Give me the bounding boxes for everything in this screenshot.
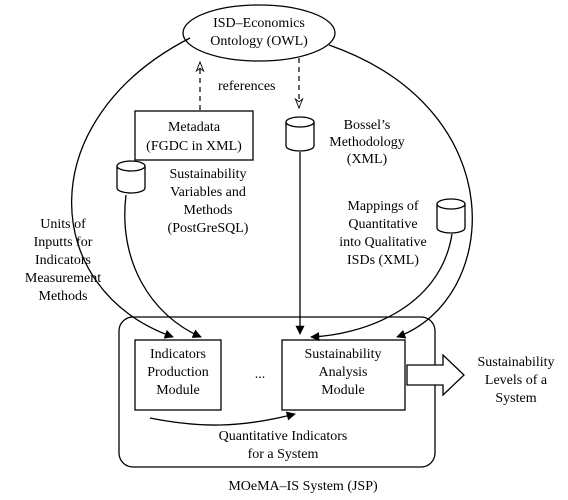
ontology-line-2: Ontology (OWL) bbox=[210, 34, 308, 49]
sustainability-db-label: Sustainability Variables and Methods (Po… bbox=[168, 167, 249, 236]
mappings-line-3: into Qualitative bbox=[339, 235, 426, 250]
mappings-label: Mappings of Quantitative into Qualitativ… bbox=[339, 199, 426, 268]
indicators-line-2: Production bbox=[147, 365, 208, 380]
bossel-line-1: Bossel’s bbox=[344, 118, 391, 133]
metadata-line-1: Metadata bbox=[168, 120, 221, 135]
units-line-5: Methods bbox=[39, 289, 88, 304]
units-line-1: Units of bbox=[40, 217, 86, 232]
units-line-3: Indicators bbox=[35, 253, 91, 268]
mappings-line-2: Quantitative bbox=[348, 217, 417, 232]
mappings-line-1: Mappings of bbox=[347, 199, 419, 214]
ontology-line-1: ISD–Economics bbox=[213, 16, 305, 31]
references-label: references bbox=[218, 79, 276, 94]
sustainability-db-line-3: Methods bbox=[184, 203, 233, 218]
bossel-line-2: Methodology bbox=[329, 135, 404, 150]
mappings-database-icon bbox=[436, 198, 466, 234]
flow-line-2: for a System bbox=[248, 447, 319, 462]
analysis-module: Sustainability Analysis Module bbox=[281, 339, 406, 411]
indicators-to-analysis-arrow bbox=[149, 411, 296, 426]
indicators-line-1: Indicators bbox=[150, 347, 206, 362]
output-line-3: System bbox=[495, 391, 536, 406]
sustainability-db-line-2: Variables and bbox=[170, 185, 246, 200]
units-label: Units of Inputts for Indicators Measurem… bbox=[25, 217, 101, 304]
mappings-to-analysis-arrow bbox=[310, 233, 453, 342]
metadata-line-2: (FGDC in XML) bbox=[146, 139, 242, 154]
analysis-line-2: Analysis bbox=[319, 365, 368, 380]
metadata-node: Metadata (FGDC in XML) bbox=[134, 110, 254, 161]
output-label: Sustainability Levels of a System bbox=[478, 355, 555, 406]
ontology-node: ISD–Economics Ontology (OWL) bbox=[182, 4, 336, 62]
sustainability-database-icon bbox=[116, 160, 146, 194]
system-caption: MOeMA–IS System (JSP) bbox=[228, 479, 378, 494]
indicators-line-3: Module bbox=[156, 383, 200, 398]
units-line-2: Inputts for bbox=[34, 235, 93, 250]
bossel-database-icon bbox=[285, 116, 315, 152]
sustainability-db-line-1: Sustainability bbox=[170, 167, 247, 182]
output-arrow bbox=[406, 353, 465, 397]
output-line-1: Sustainability bbox=[478, 355, 555, 370]
bossel-line-3: (XML) bbox=[347, 152, 388, 167]
analysis-line-1: Sustainability bbox=[305, 347, 382, 362]
units-line-4: Measurement bbox=[25, 271, 101, 286]
output-line-2: Levels of a bbox=[485, 373, 548, 388]
ontology-to-analysis-arrow bbox=[328, 44, 473, 339]
indicators-module: Indicators Production Module bbox=[134, 339, 222, 411]
flow-line-1: Quantitative Indicators bbox=[219, 429, 348, 444]
sustainability-db-line-4: (PostGreSQL) bbox=[168, 221, 249, 236]
analysis-line-3: Module bbox=[321, 383, 365, 398]
bossel-label: Bossel’s Methodology (XML) bbox=[329, 118, 404, 167]
mappings-line-4: ISDs (XML) bbox=[347, 253, 419, 268]
ontology-to-indicators-arrow bbox=[71, 37, 191, 339]
sustainability-to-indicators-arrow bbox=[124, 194, 202, 338]
module-ellipsis: ... bbox=[255, 367, 266, 382]
